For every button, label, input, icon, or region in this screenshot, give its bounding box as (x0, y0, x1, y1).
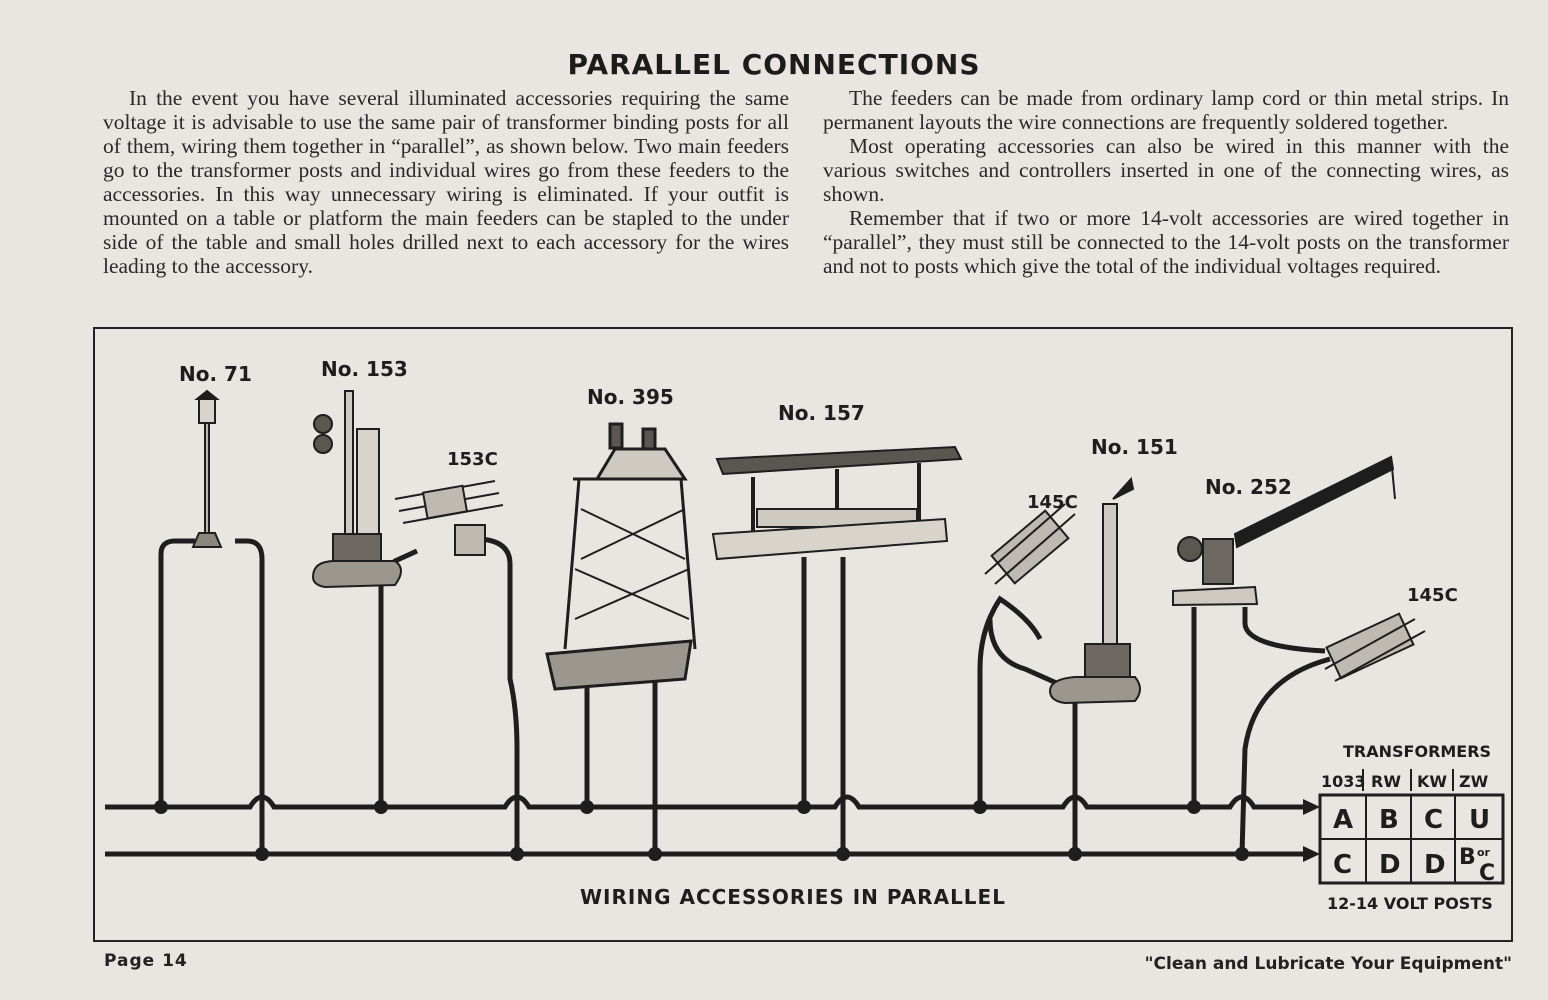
left-column: In the event you have several illuminate… (103, 86, 789, 278)
diagram-caption: WIRING ACCESSORIES IN PARALLEL (580, 885, 1006, 909)
crossing-gate-icon (1172, 455, 1396, 607)
floodlight-tower-icon (545, 422, 697, 691)
junction-dot (154, 800, 168, 814)
junction-dot (255, 847, 269, 861)
post-cell: C (1333, 850, 1352, 880)
junction-dot (580, 800, 594, 814)
junction-dot (973, 800, 987, 814)
transformer-table (1318, 769, 1505, 885)
col-header: KW (1417, 772, 1447, 791)
block-signal-icon (311, 390, 402, 589)
post-cell: D (1424, 850, 1446, 880)
post-cell: C (1424, 805, 1443, 835)
wire-no71 (158, 538, 265, 854)
transformers-title: TRANSFORMERS (1343, 742, 1491, 761)
post-cell: B (1459, 845, 1476, 870)
junction-dot (836, 847, 850, 861)
page-title: PARALLEL CONNECTIONS (567, 48, 981, 81)
contactor-icon (394, 480, 504, 556)
wire-no395 (584, 679, 658, 854)
label-no71: No. 71 (179, 362, 252, 386)
contactor-icon (984, 503, 1076, 585)
paragraph: Remember that if two or more 14-volt acc… (823, 206, 1509, 278)
junction-dot (797, 800, 811, 814)
label-145c: 145C (1407, 585, 1458, 606)
paragraph: The feeders can be made from ordinary la… (823, 86, 1509, 134)
col-header: ZW (1459, 772, 1489, 791)
label-153c: 153C (447, 449, 498, 470)
semaphore-icon (1048, 476, 1141, 705)
label-no151: No. 151 (1091, 435, 1178, 459)
footer-slogan: "Clean and Lubricate Your Equipment" (1144, 954, 1512, 974)
label-no153: No. 153 (321, 357, 408, 381)
station-platform-icon (711, 445, 963, 561)
wire-no252 (1191, 607, 1331, 855)
lamp-post-icon (191, 389, 223, 548)
paragraph: Most operating accessories can also be w… (823, 134, 1509, 206)
post-cell: B (1379, 805, 1399, 835)
wiring-diagram: No. 71 No. 153 153C No. 395 No. 157 No. … (93, 327, 1513, 942)
posts-caption: 12-14 VOLT POSTS (1327, 894, 1493, 913)
wire-no157 (801, 557, 846, 854)
label-145c: 145C (1027, 492, 1078, 513)
arrowhead-bottom (1303, 846, 1320, 862)
junction-dot (374, 800, 388, 814)
post-cell: A (1333, 805, 1353, 835)
post-cell-or: or (1477, 846, 1491, 859)
post-cell: U (1469, 805, 1490, 835)
post-cell: D (1379, 850, 1401, 880)
junction-dot (510, 847, 524, 861)
post-cell-alt: C (1479, 861, 1495, 886)
arrowhead-top (1303, 799, 1320, 815)
col-header: 1033 (1321, 772, 1366, 791)
paragraph: In the event you have several illuminate… (103, 86, 789, 278)
label-no252: No. 252 (1205, 475, 1292, 499)
contactor-icon (1324, 612, 1426, 682)
feeder-wire-top (105, 794, 1310, 810)
junction-dot (1068, 847, 1082, 861)
label-no395: No. 395 (587, 385, 674, 409)
col-header: RW (1371, 772, 1401, 791)
wire-no151 (977, 595, 1078, 854)
junction-dot (1235, 847, 1249, 861)
right-column: The feeders can be made from ordinary la… (823, 86, 1509, 278)
wiring-diagram-svg: No. 71 No. 153 153C No. 395 No. 157 No. … (105, 357, 1505, 913)
junction-dot (648, 847, 662, 861)
label-no157: No. 157 (778, 401, 865, 425)
junction-dot (1187, 800, 1201, 814)
page-number: Page 14 (104, 951, 188, 971)
